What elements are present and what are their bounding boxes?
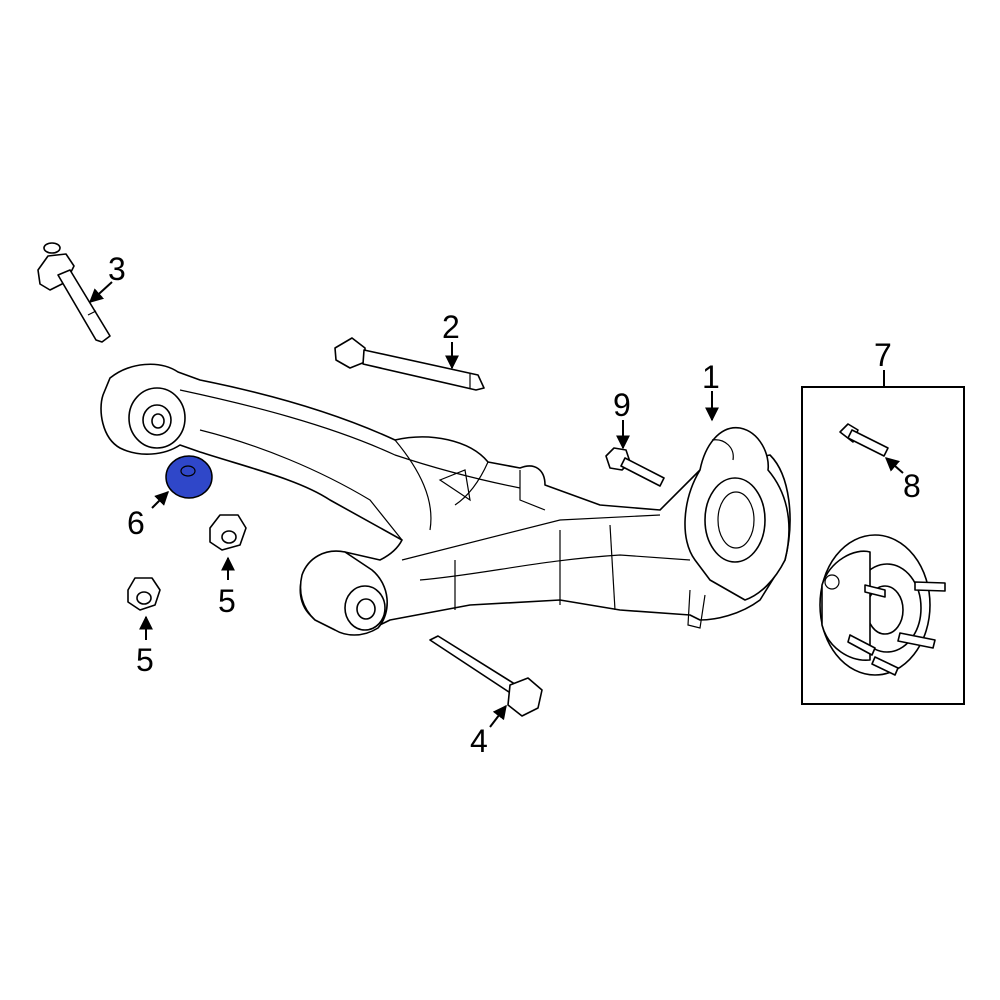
- part-5-nut-lower[interactable]: [127, 577, 161, 611]
- callout-4: 4: [470, 723, 488, 759]
- part-5-nut-upper[interactable]: [209, 514, 247, 551]
- part-4-bolt[interactable]: [429, 635, 543, 717]
- callout-2: 2: [442, 309, 460, 345]
- part-1-crossmember-assembly[interactable]: [100, 363, 791, 636]
- part-9-bolt[interactable]: [605, 447, 665, 487]
- callout-6: 6: [127, 505, 145, 541]
- callout-5a: 5: [218, 583, 236, 619]
- callout-8: 8: [903, 468, 921, 504]
- part-2-bolt[interactable]: [334, 337, 485, 391]
- part-3-bolt[interactable]: [37, 242, 111, 343]
- callout-7: 7: [874, 337, 892, 373]
- callout-5b: 5: [136, 642, 154, 678]
- callout-3: 3: [108, 251, 126, 287]
- leader-6: [151, 491, 169, 509]
- part-7-hub-bearing[interactable]: [819, 534, 946, 676]
- leader-8: [884, 457, 904, 474]
- callout-9: 9: [613, 387, 631, 423]
- part-6-washer[interactable]: [165, 455, 213, 499]
- part-8-wheel-stud[interactable]: [839, 423, 889, 457]
- leader-3: [88, 281, 113, 303]
- callout-1: 1: [702, 359, 720, 395]
- leader-4: [489, 704, 507, 728]
